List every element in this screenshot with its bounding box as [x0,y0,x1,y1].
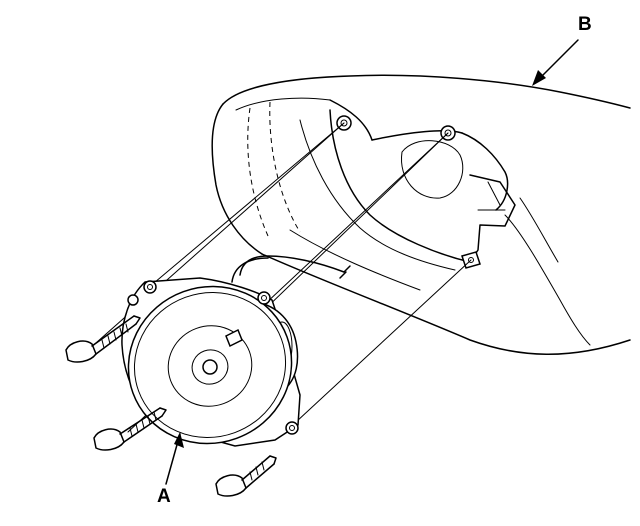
screw-top [65,315,141,363]
speaker [121,277,301,447]
screw-middle [93,407,167,451]
leader-arrow-a [165,432,184,485]
leader-arrow-b [532,39,579,86]
wire-harness [231,255,351,283]
callout-label-a: A [157,486,171,507]
callout-label-b: B [578,14,592,35]
screw-bottom [215,455,277,497]
